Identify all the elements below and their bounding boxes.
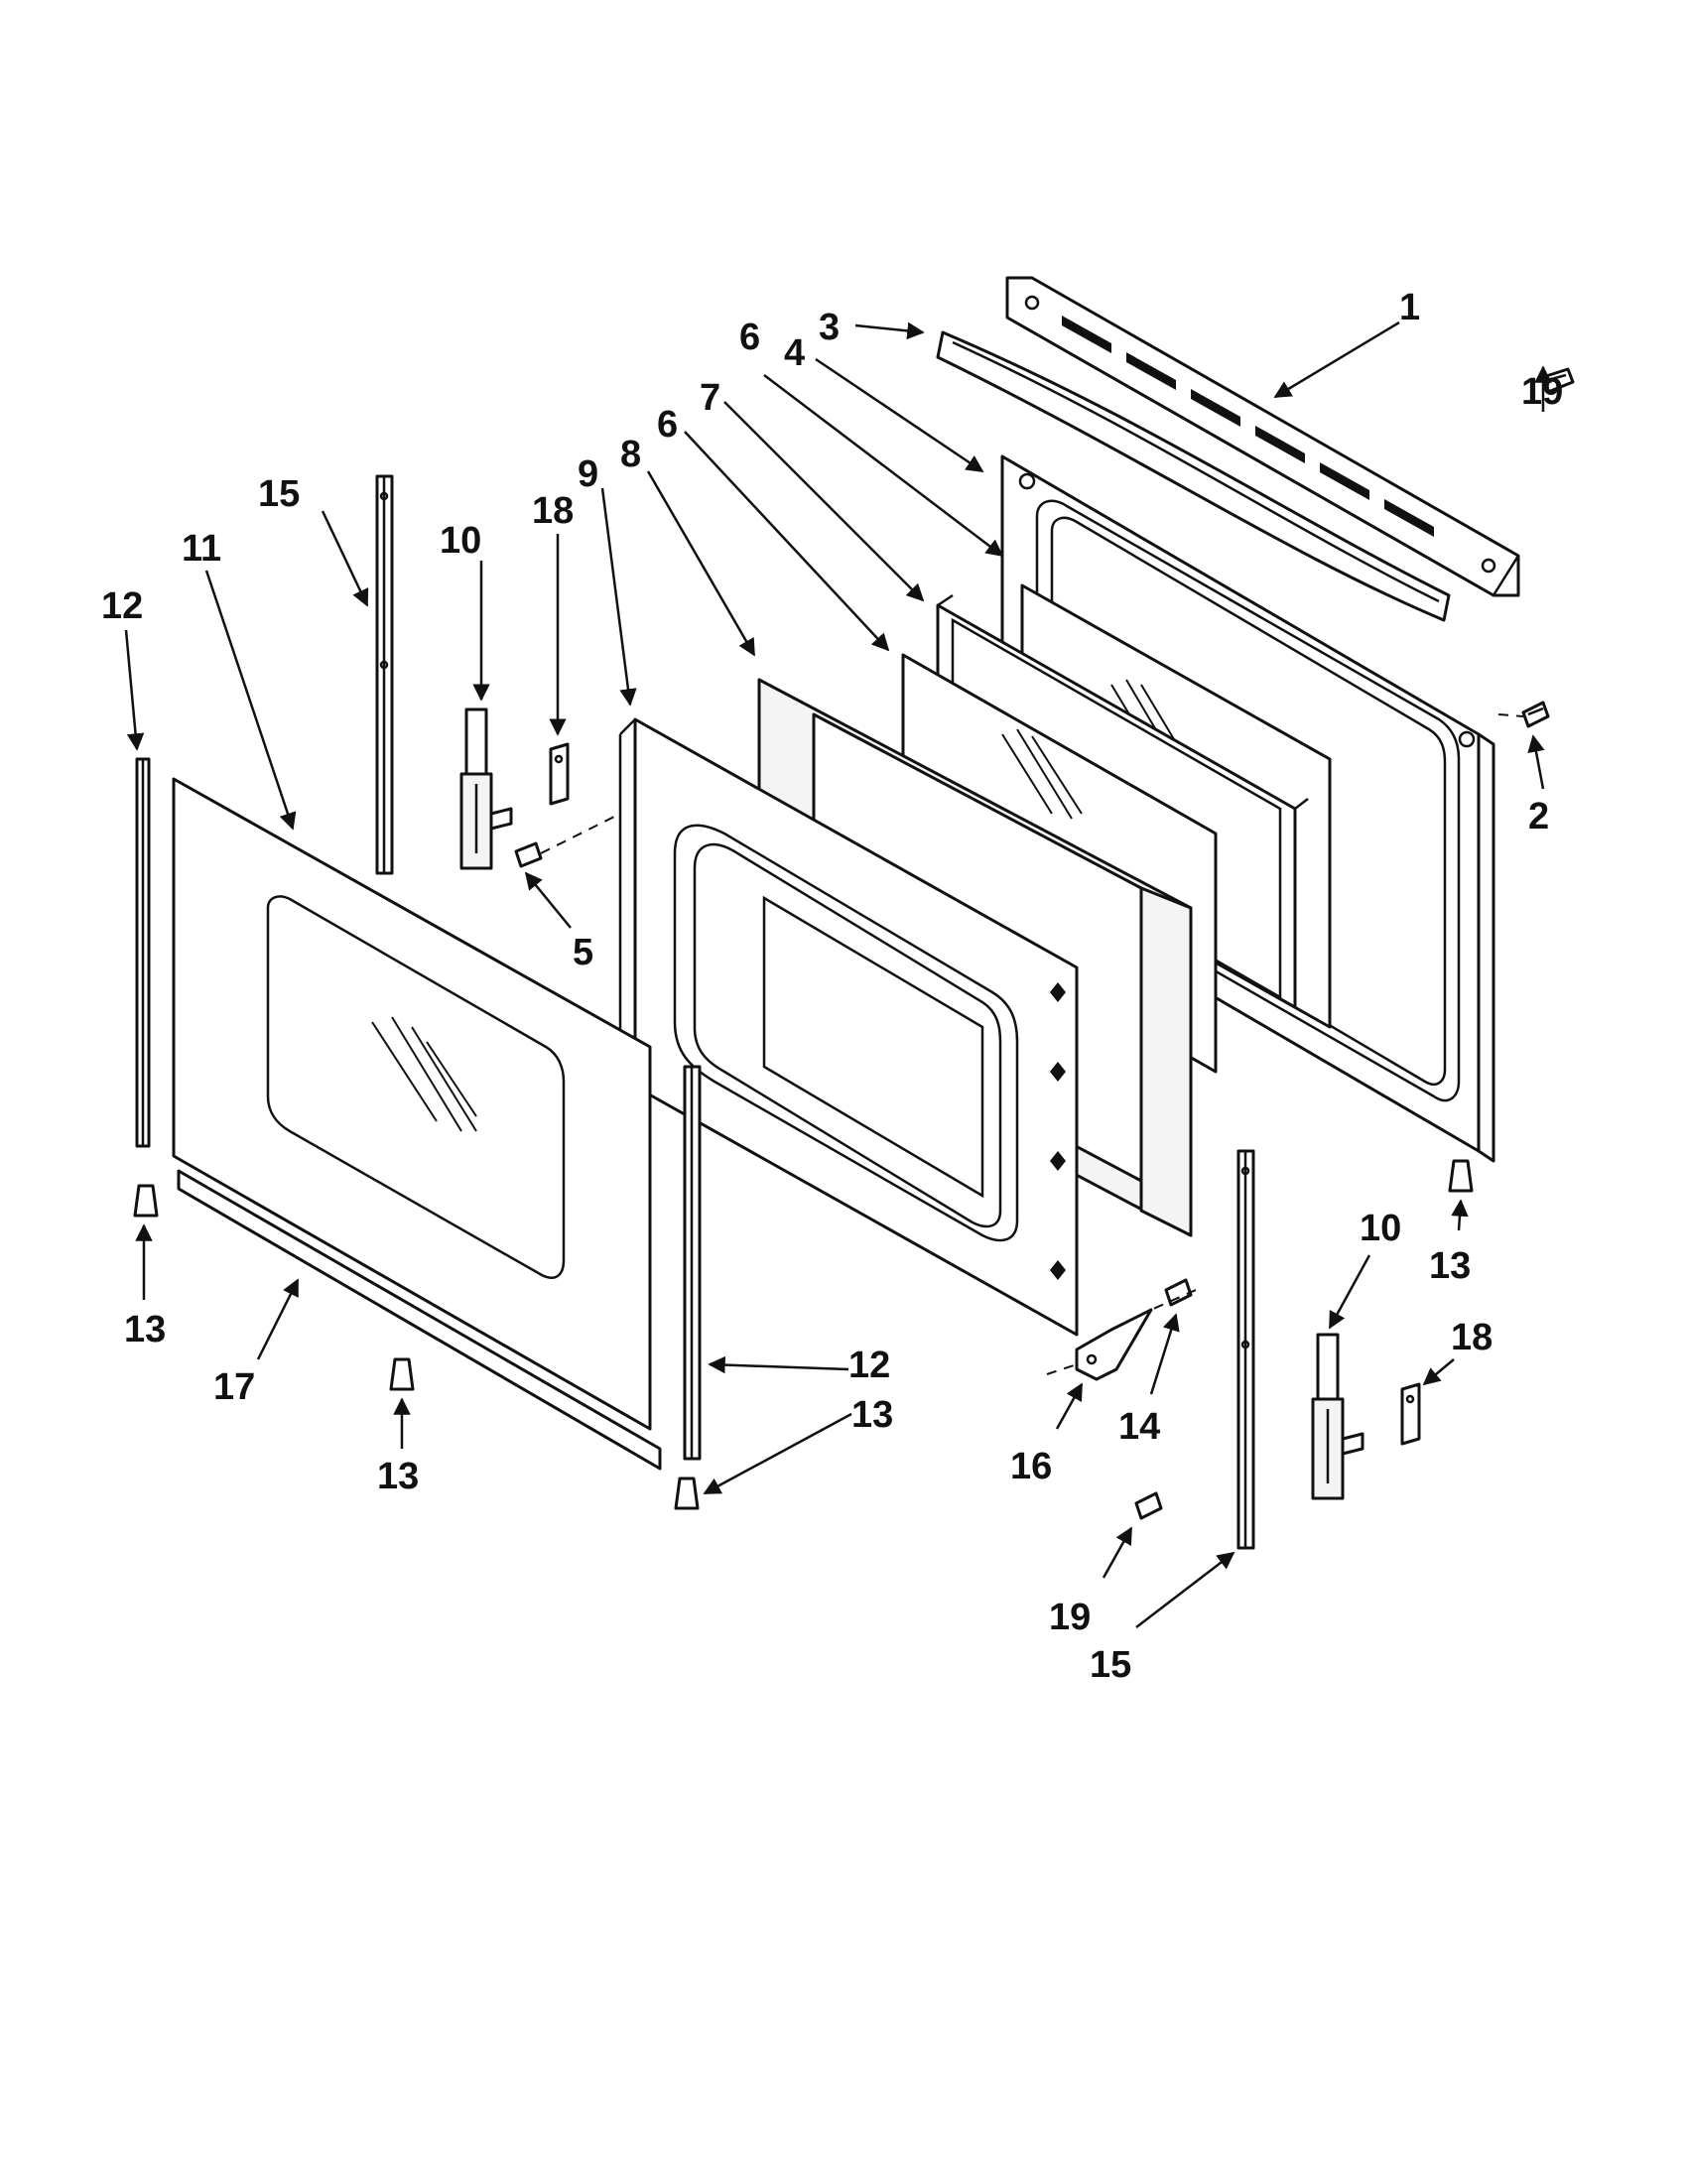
callout-18a: 18 — [532, 490, 574, 532]
leader-lines — [124, 321, 1552, 1628]
alignment-lines — [540, 713, 1524, 1375]
callout-17: 17 — [213, 1366, 255, 1408]
part-15-hinge-channel-left — [375, 474, 394, 875]
screw-13-center — [674, 1477, 700, 1510]
callout-13b: 13 — [377, 1456, 419, 1497]
callout-13d: 13 — [1429, 1245, 1471, 1287]
part-12-side-trim-left — [135, 757, 151, 1148]
screw-14 — [1164, 1278, 1193, 1307]
part-10-hinge-right — [1311, 1333, 1364, 1500]
part-11-outer-door-glass — [172, 777, 652, 1431]
callout-10b: 10 — [1360, 1208, 1401, 1249]
callout-13c: 13 — [851, 1394, 893, 1436]
screw-19-bottom — [1134, 1491, 1163, 1520]
callout-10a: 10 — [440, 520, 481, 562]
callout-14: 14 — [1118, 1406, 1160, 1448]
callout-16: 16 — [1010, 1446, 1052, 1487]
callout-8: 8 — [620, 434, 641, 475]
callout-11: 11 — [182, 528, 221, 570]
screw-13-right — [1448, 1159, 1474, 1193]
part-9-inner-liner — [618, 717, 1079, 1337]
vent-slots — [1062, 316, 1434, 537]
callout-4: 4 — [784, 332, 805, 374]
callout-13a: 13 — [124, 1309, 166, 1350]
callout-15b: 15 — [1090, 1644, 1131, 1686]
screw-13-bottom — [389, 1357, 415, 1391]
callout-3: 3 — [819, 307, 840, 348]
callout-6a: 6 — [739, 317, 760, 358]
screw-2 — [1521, 701, 1550, 728]
part-16-bracket — [1075, 1308, 1153, 1381]
part-17-bottom-trim — [177, 1169, 662, 1471]
part-12-side-trim-right — [683, 1065, 702, 1461]
part-3-door-handle — [936, 330, 1451, 622]
part-18-hinge-clip-left — [549, 742, 570, 806]
callout-9: 9 — [578, 453, 598, 495]
callout-labels: 1 2 3 4 5 6 6 7 8 9 10 10 11 12 12 13 13… — [101, 287, 1563, 1686]
callout-2: 2 — [1528, 796, 1549, 837]
part-15-hinge-channel-right — [1236, 1149, 1255, 1550]
screw-5 — [514, 841, 543, 868]
callout-18b: 18 — [1451, 1317, 1493, 1358]
callout-19a: 19 — [1521, 371, 1563, 413]
callout-12a: 12 — [101, 585, 143, 627]
callout-1: 1 — [1399, 287, 1420, 328]
callout-15a: 15 — [258, 473, 300, 515]
callout-5: 5 — [573, 932, 593, 973]
callout-7: 7 — [700, 377, 720, 419]
callout-6b: 6 — [657, 404, 678, 446]
screw-13-left — [133, 1184, 159, 1218]
part-18-hinge-clip-right — [1400, 1382, 1421, 1446]
part-1-vent-trim — [1005, 276, 1520, 597]
callout-12b: 12 — [848, 1345, 890, 1386]
callout-19b: 19 — [1049, 1597, 1091, 1638]
part-10-hinge-left — [459, 707, 513, 870]
